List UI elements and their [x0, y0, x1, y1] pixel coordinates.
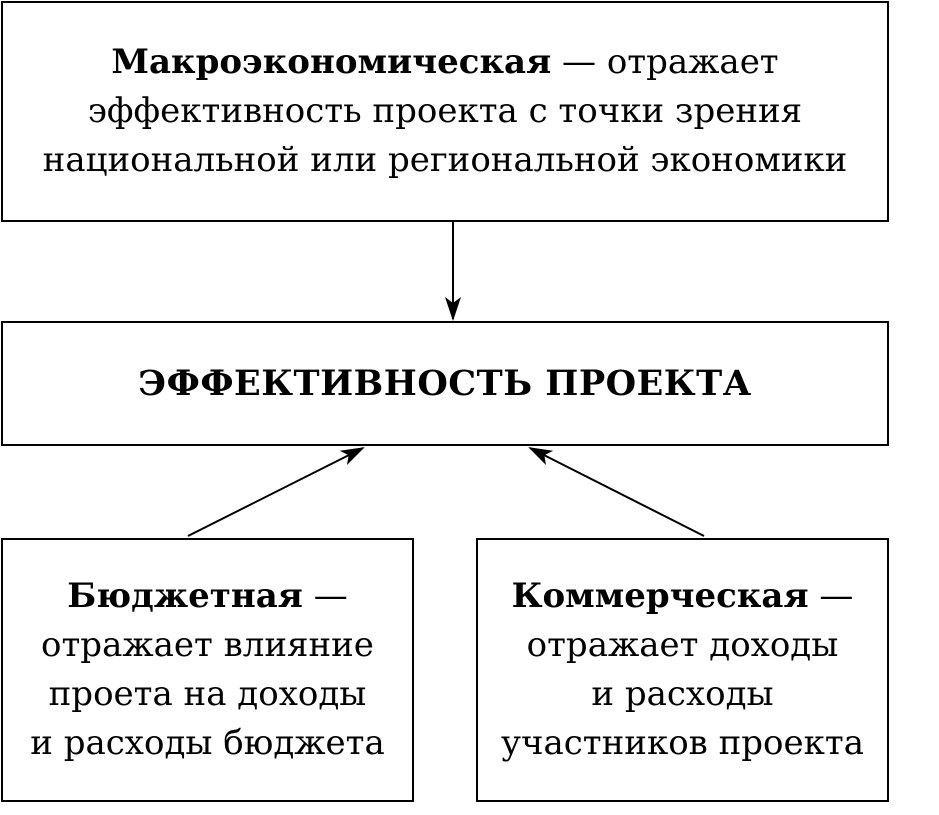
- commercial-line-4: участников проекта: [501, 723, 864, 763]
- macroeconomic-efficiency-box: Макроэкономическая — отражает эффективно…: [1, 1, 889, 222]
- macroeconomic-dash: —: [551, 42, 607, 82]
- budget-line-2: отражает влияние: [41, 625, 374, 665]
- budget-line-1: Бюджетная —: [30, 572, 384, 621]
- budget-text: Бюджетная — отражает влияние проета на д…: [30, 572, 384, 768]
- commercial-efficiency-box: Коммерческая — отражает доходы и расходы…: [476, 538, 889, 802]
- budget-dash: —: [302, 576, 348, 616]
- macroeconomic-line-1-rest: отражает: [606, 42, 779, 82]
- project-efficiency-title: ЭФФЕКТИВНОСТЬ ПРОЕКТА: [138, 363, 752, 404]
- arrow-commercial-to-center: [528, 447, 705, 537]
- macroeconomic-line-1: Макроэкономическая — отражает: [43, 38, 848, 87]
- commercial-line-1: Коммерческая —: [501, 572, 864, 621]
- commercial-line-2: отражает доходы: [526, 625, 839, 665]
- macroeconomic-line-2: эффективность проекта с точки зрения: [87, 91, 803, 131]
- project-efficiency-box: ЭФФЕКТИВНОСТЬ ПРОЕКТА: [1, 321, 889, 446]
- budget-efficiency-box: Бюджетная — отражает влияние проета на д…: [1, 538, 414, 802]
- macroeconomic-title: Макроэкономическая: [111, 42, 552, 82]
- macroeconomic-line-3: национальной или региональной экономики: [42, 140, 848, 180]
- commercial-line-3: и расходы: [591, 674, 774, 714]
- budget-line-3: проета на доходы: [48, 674, 367, 714]
- budget-title: Бюджетная: [67, 576, 303, 616]
- arrow-budget-to-center: [187, 447, 365, 537]
- commercial-dash: —: [808, 576, 854, 616]
- commercial-text: Коммерческая — отражает доходы и расходы…: [501, 572, 864, 768]
- budget-line-4: и расходы бюджета: [30, 723, 385, 763]
- commercial-title: Коммерческая: [511, 576, 809, 616]
- macroeconomic-text: Макроэкономическая — отражает эффективно…: [43, 38, 848, 185]
